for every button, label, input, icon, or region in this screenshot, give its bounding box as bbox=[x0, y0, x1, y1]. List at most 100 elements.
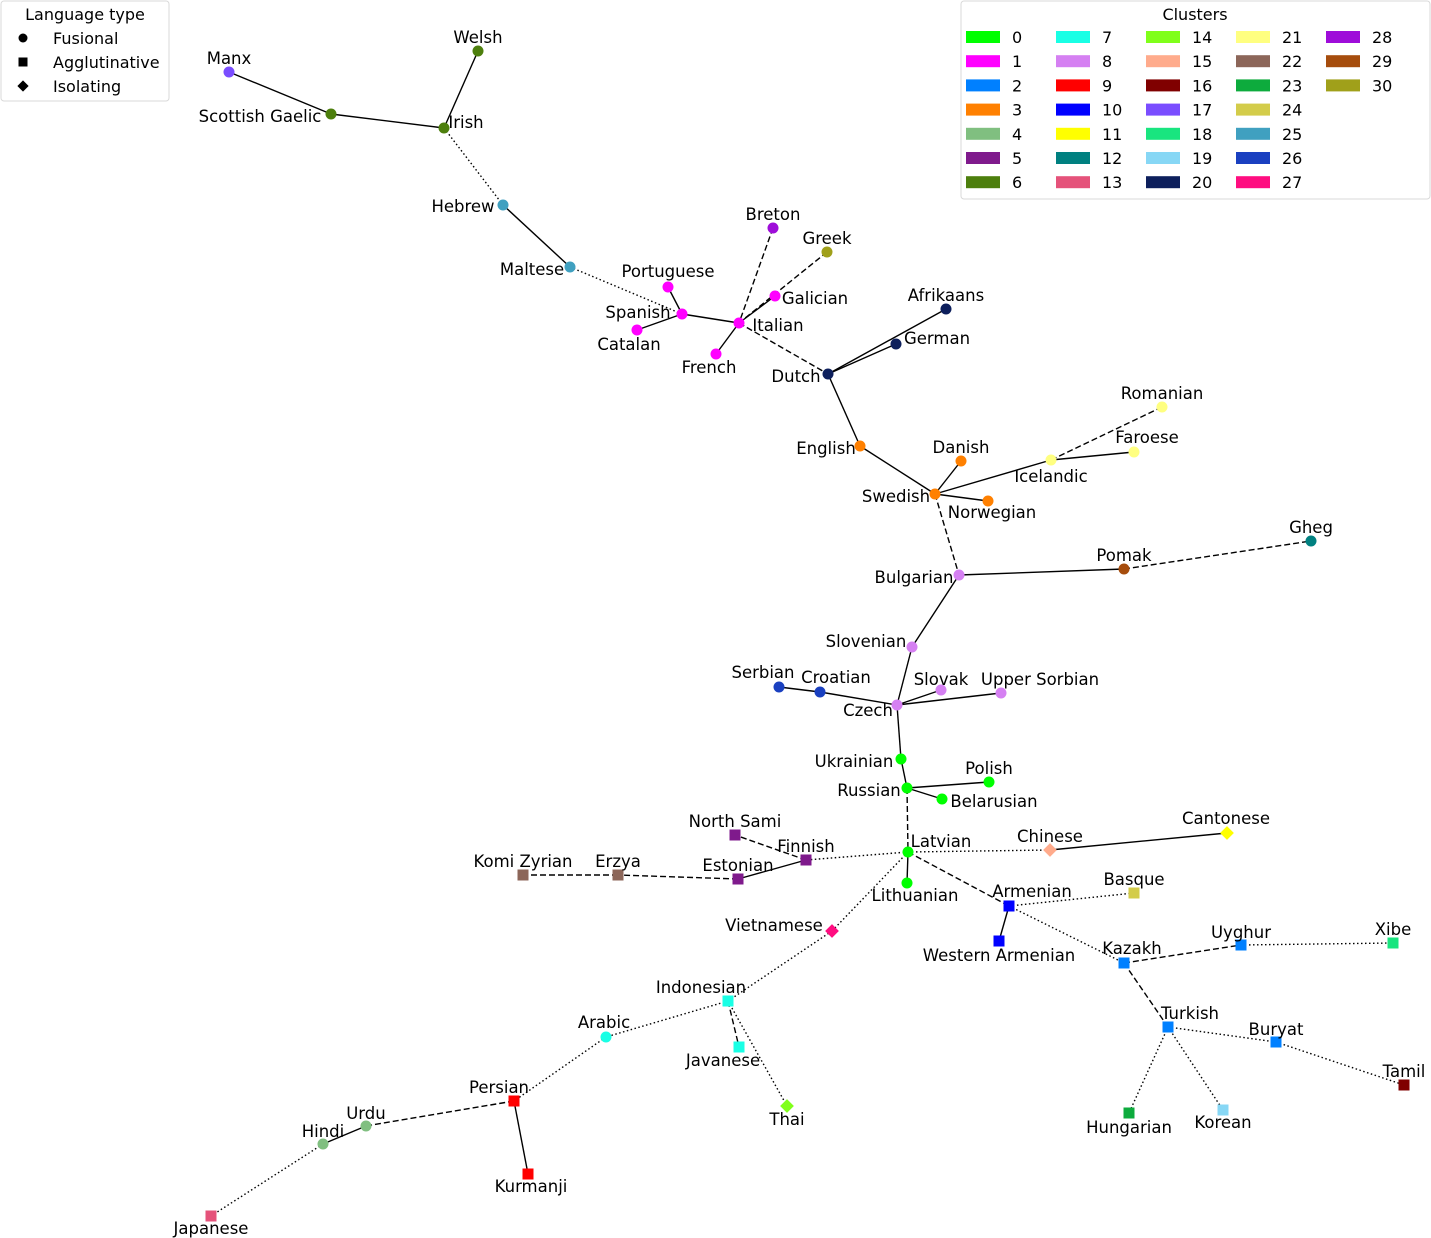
node-label-Danish: Danish bbox=[933, 438, 990, 457]
edge-Urdu-Hindi bbox=[322, 1125, 367, 1145]
edge-Estonian-Erzya bbox=[617, 874, 739, 880]
edge-Swedish-Norwegian bbox=[934, 493, 989, 502]
cluster-legend-label: 15 bbox=[1192, 52, 1212, 71]
edge-Icelandic-Romanian bbox=[1050, 406, 1163, 461]
cluster-legend-swatch bbox=[1056, 103, 1090, 116]
node-Finnish bbox=[800, 854, 812, 866]
language-type-legend: Language type FusionalAgglutinativeIsola… bbox=[0, 0, 170, 102]
node-label-Thai: Thai bbox=[768, 1110, 804, 1129]
cluster-legend-swatch bbox=[1146, 176, 1180, 189]
cluster-legend-label: 24 bbox=[1282, 101, 1302, 120]
edge-Galician-Italian bbox=[738, 295, 776, 324]
cluster-legend-swatch bbox=[966, 79, 1000, 92]
cluster-legend-swatch bbox=[966, 127, 1000, 140]
node-ScottishGaelic bbox=[325, 108, 337, 120]
node-Faroese bbox=[1128, 446, 1140, 458]
node-Vietnamese bbox=[825, 924, 839, 938]
edge-Buryat-Tamil bbox=[1275, 1041, 1405, 1086]
node-label-Russian: Russian bbox=[837, 781, 901, 800]
node-label-Welsh: Welsh bbox=[453, 28, 502, 47]
language-type-legend-label: Agglutinative bbox=[53, 53, 160, 72]
node-label-NorthSami: North Sami bbox=[689, 812, 782, 831]
node-label-Norwegian: Norwegian bbox=[948, 503, 1037, 522]
node-label-Slovenian: Slovenian bbox=[826, 632, 907, 651]
node-label-Portuguese: Portuguese bbox=[622, 262, 715, 281]
node-Chinese bbox=[1043, 843, 1057, 857]
cluster-legend-swatch bbox=[1056, 55, 1090, 68]
edge-Manx-ScottishGaelic bbox=[228, 71, 332, 115]
node-Ukrainian bbox=[895, 753, 907, 765]
node-Estonian bbox=[732, 873, 744, 885]
legend-circle-marker bbox=[18, 33, 28, 43]
node-Slovak bbox=[935, 684, 947, 696]
node-label-Armenian: Armenian bbox=[992, 882, 1072, 901]
node-label-WesternArmenian: Western Armenian bbox=[923, 946, 1076, 965]
edge-Dutch-Afrikaans bbox=[827, 308, 947, 375]
node-label-Persian: Persian bbox=[469, 1078, 529, 1097]
node-label-French: French bbox=[682, 358, 737, 377]
node-label-Serbian: Serbian bbox=[731, 663, 794, 682]
node-label-Indonesian: Indonesian bbox=[656, 978, 746, 997]
node-Japanese bbox=[205, 1210, 217, 1222]
node-label-Spanish: Spanish bbox=[605, 303, 670, 322]
legend-diamond-marker bbox=[17, 80, 29, 92]
edge-Czech-Croatian bbox=[819, 691, 898, 706]
cluster-legend-label: 3 bbox=[1012, 101, 1022, 120]
edge-Latvian-Armenian bbox=[907, 851, 1010, 907]
node-label-Cantonese: Cantonese bbox=[1182, 809, 1270, 828]
edge-Finnish-Estonian bbox=[737, 859, 807, 880]
node-Pomak bbox=[1118, 563, 1130, 575]
edge-Icelandic-Faroese bbox=[1050, 451, 1135, 461]
edge-Dutch-German bbox=[827, 343, 897, 375]
edge-Breton-Italian bbox=[738, 227, 774, 324]
node-UpperSorbian bbox=[995, 687, 1007, 699]
cluster-legend-swatch bbox=[1236, 31, 1270, 43]
edge-Indonesian-Thai bbox=[727, 1000, 788, 1107]
edge-Pomak-Gheg bbox=[1123, 540, 1312, 570]
node-label-Hindi: Hindi bbox=[302, 1122, 345, 1141]
cluster-legend-swatch bbox=[966, 176, 1000, 189]
node-label-Greek: Greek bbox=[802, 229, 852, 248]
edge-English-Swedish bbox=[859, 445, 936, 495]
node-Polish bbox=[983, 776, 995, 788]
cluster-legend-label: 27 bbox=[1282, 173, 1302, 192]
node-label-Catalan: Catalan bbox=[597, 335, 660, 354]
node-Hebrew bbox=[497, 199, 509, 211]
edge-Croatian-Serbian bbox=[778, 686, 821, 693]
node-Korean bbox=[1217, 1104, 1229, 1116]
clusters-legend-title: Clusters bbox=[1162, 5, 1227, 24]
cluster-legend-swatch bbox=[1056, 152, 1090, 164]
node-Lithuanian bbox=[901, 877, 913, 889]
language-type-legend-label: Fusional bbox=[53, 29, 118, 48]
edge-Chinese-Cantonese bbox=[1049, 832, 1228, 851]
node-Thai bbox=[780, 1099, 794, 1113]
edge-Czech-UpperSorbian bbox=[896, 692, 1002, 706]
node-WesternArmenian bbox=[993, 935, 1005, 947]
node-label-German: German bbox=[904, 329, 970, 348]
edge-Arabic-Persian bbox=[513, 1036, 607, 1102]
cluster-legend-label: 21 bbox=[1282, 28, 1302, 47]
edge-Czech-Ukrainian bbox=[896, 704, 902, 760]
cluster-legend-label: 5 bbox=[1012, 149, 1022, 168]
clusters-legend: Clusters 0123456789101112131415161718192… bbox=[960, 0, 1431, 200]
node-label-UpperSorbian: Upper Sorbian bbox=[981, 670, 1099, 689]
edge-French-Italian bbox=[715, 322, 740, 355]
node-label-Manx: Manx bbox=[207, 49, 252, 68]
edge-Kazakh-Uyghur bbox=[1123, 944, 1242, 964]
edge-Latvian-Finnish bbox=[805, 851, 909, 861]
edge-Russian-Latvian bbox=[906, 787, 909, 853]
node-label-Kurmanji: Kurmanji bbox=[495, 1177, 568, 1196]
cluster-legend-swatch bbox=[1146, 103, 1180, 116]
cluster-legend-label: 10 bbox=[1102, 101, 1122, 120]
edge-Uyghur-Xibe bbox=[1240, 942, 1394, 946]
edge-Irish-Hebrew bbox=[443, 127, 504, 206]
node-label-Irish: Irish bbox=[448, 113, 483, 132]
node-label-Gheg: Gheg bbox=[1289, 518, 1333, 537]
node-label-Basque: Basque bbox=[1103, 870, 1164, 889]
node-Javanese bbox=[733, 1041, 745, 1053]
legend-square-marker bbox=[18, 57, 28, 67]
cluster-legend-label: 30 bbox=[1372, 76, 1392, 95]
node-label-Latvian: Latvian bbox=[911, 832, 972, 851]
cluster-legend-label: 8 bbox=[1102, 52, 1112, 71]
